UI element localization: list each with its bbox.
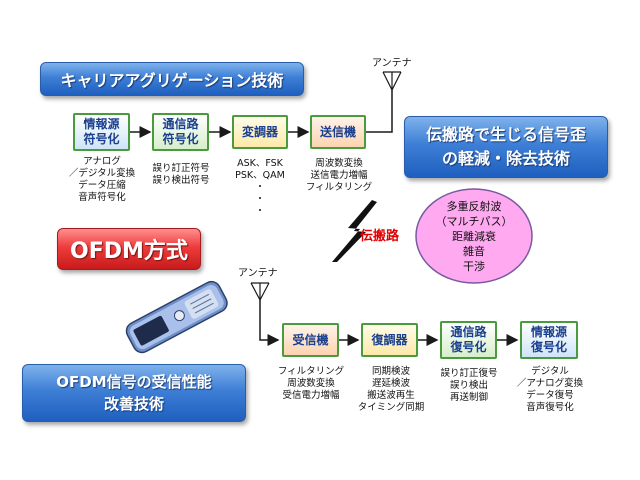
rx-antenna-line: [259, 300, 280, 346]
tx-channel-coding-box: 通信路 符号化: [152, 113, 209, 151]
interference-text: 伝搬路で生じる信号歪 の軽減・除去技術: [425, 125, 586, 168]
rx-antenna-icon: [250, 282, 270, 302]
tx-transmitter-note: 周波数変換 送信電力増幅 フィルタリング: [305, 158, 373, 193]
tx-channel-coding-note: 誤り訂正符号 誤り検出符号: [152, 163, 210, 186]
impairments-list: 多重反射波 （マルチパス） 距離減衰 雑音 干渉: [420, 199, 528, 274]
impairments-ellipse: [415, 188, 533, 284]
lightning-bolt-icon: [332, 200, 377, 262]
receive-improve-text: OFDM信号の受信性能 改善技術: [56, 373, 212, 413]
channel-label: 伝搬路: [360, 229, 400, 244]
impairment-multipath: 多重反射波: [446, 200, 502, 213]
impairment-multipath-paren: （マルチパス）: [435, 215, 513, 228]
carrier-aggregation-text: キャリアアグリゲーション技術: [60, 71, 284, 90]
impairment-noise: 雑音: [463, 245, 485, 258]
receive-improve-banner: OFDM信号の受信性能 改善技術: [22, 364, 246, 422]
rx-antenna-label: アンテナ: [238, 268, 278, 279]
rx-receiver-box: 受信機: [282, 323, 339, 357]
tx-transmitter-box: 送信機: [310, 115, 366, 149]
ofdm-banner: OFDM方式: [57, 228, 201, 270]
ofdm-text: OFDM方式: [70, 239, 188, 264]
interference-banner: 伝搬路で生じる信号歪 の軽減・除去技術: [404, 116, 608, 178]
rx-channel-decoding-note: 誤り訂正復号 誤り検出 再送制御: [440, 368, 498, 403]
rx-receiver-note: フィルタリング 周波数変換 受信電力増幅: [277, 366, 345, 401]
tx-source-coding-note: アナログ ／デジタル変換 データ圧縮 音声符号化: [68, 156, 136, 203]
tx-antenna-label: アンテナ: [372, 58, 412, 69]
rx-demodulator-note: 同期検波 遅延検波 搬送波再生 タイミング同期: [357, 366, 425, 413]
carrier-aggregation-banner: キャリアアグリゲーション技術: [40, 62, 304, 96]
tx-antenna-line: [366, 90, 393, 133]
mobile-phone-icon: [125, 280, 228, 354]
rx-channel-decoding-box: 通信路 復号化: [440, 321, 497, 359]
tx-source-coding-box: 情報源 符号化: [73, 113, 130, 151]
impairment-distance-attenuation: 距離減衰: [452, 230, 496, 243]
rx-demodulator-box: 復調器: [361, 323, 418, 357]
tx-antenna-icon: [382, 71, 402, 92]
tx-modulator-box: 変調器: [232, 115, 288, 149]
tx-modulator-note: ASK、FSK PSK、QAM ・ ・ ・: [235, 158, 285, 217]
impairment-interference: 干渉: [463, 260, 485, 273]
rx-source-decoding-box: 情報源 復号化: [520, 321, 578, 359]
rx-source-decoding-note: デジタル ／アナログ変換 データ復号 音声復号化: [516, 366, 584, 413]
